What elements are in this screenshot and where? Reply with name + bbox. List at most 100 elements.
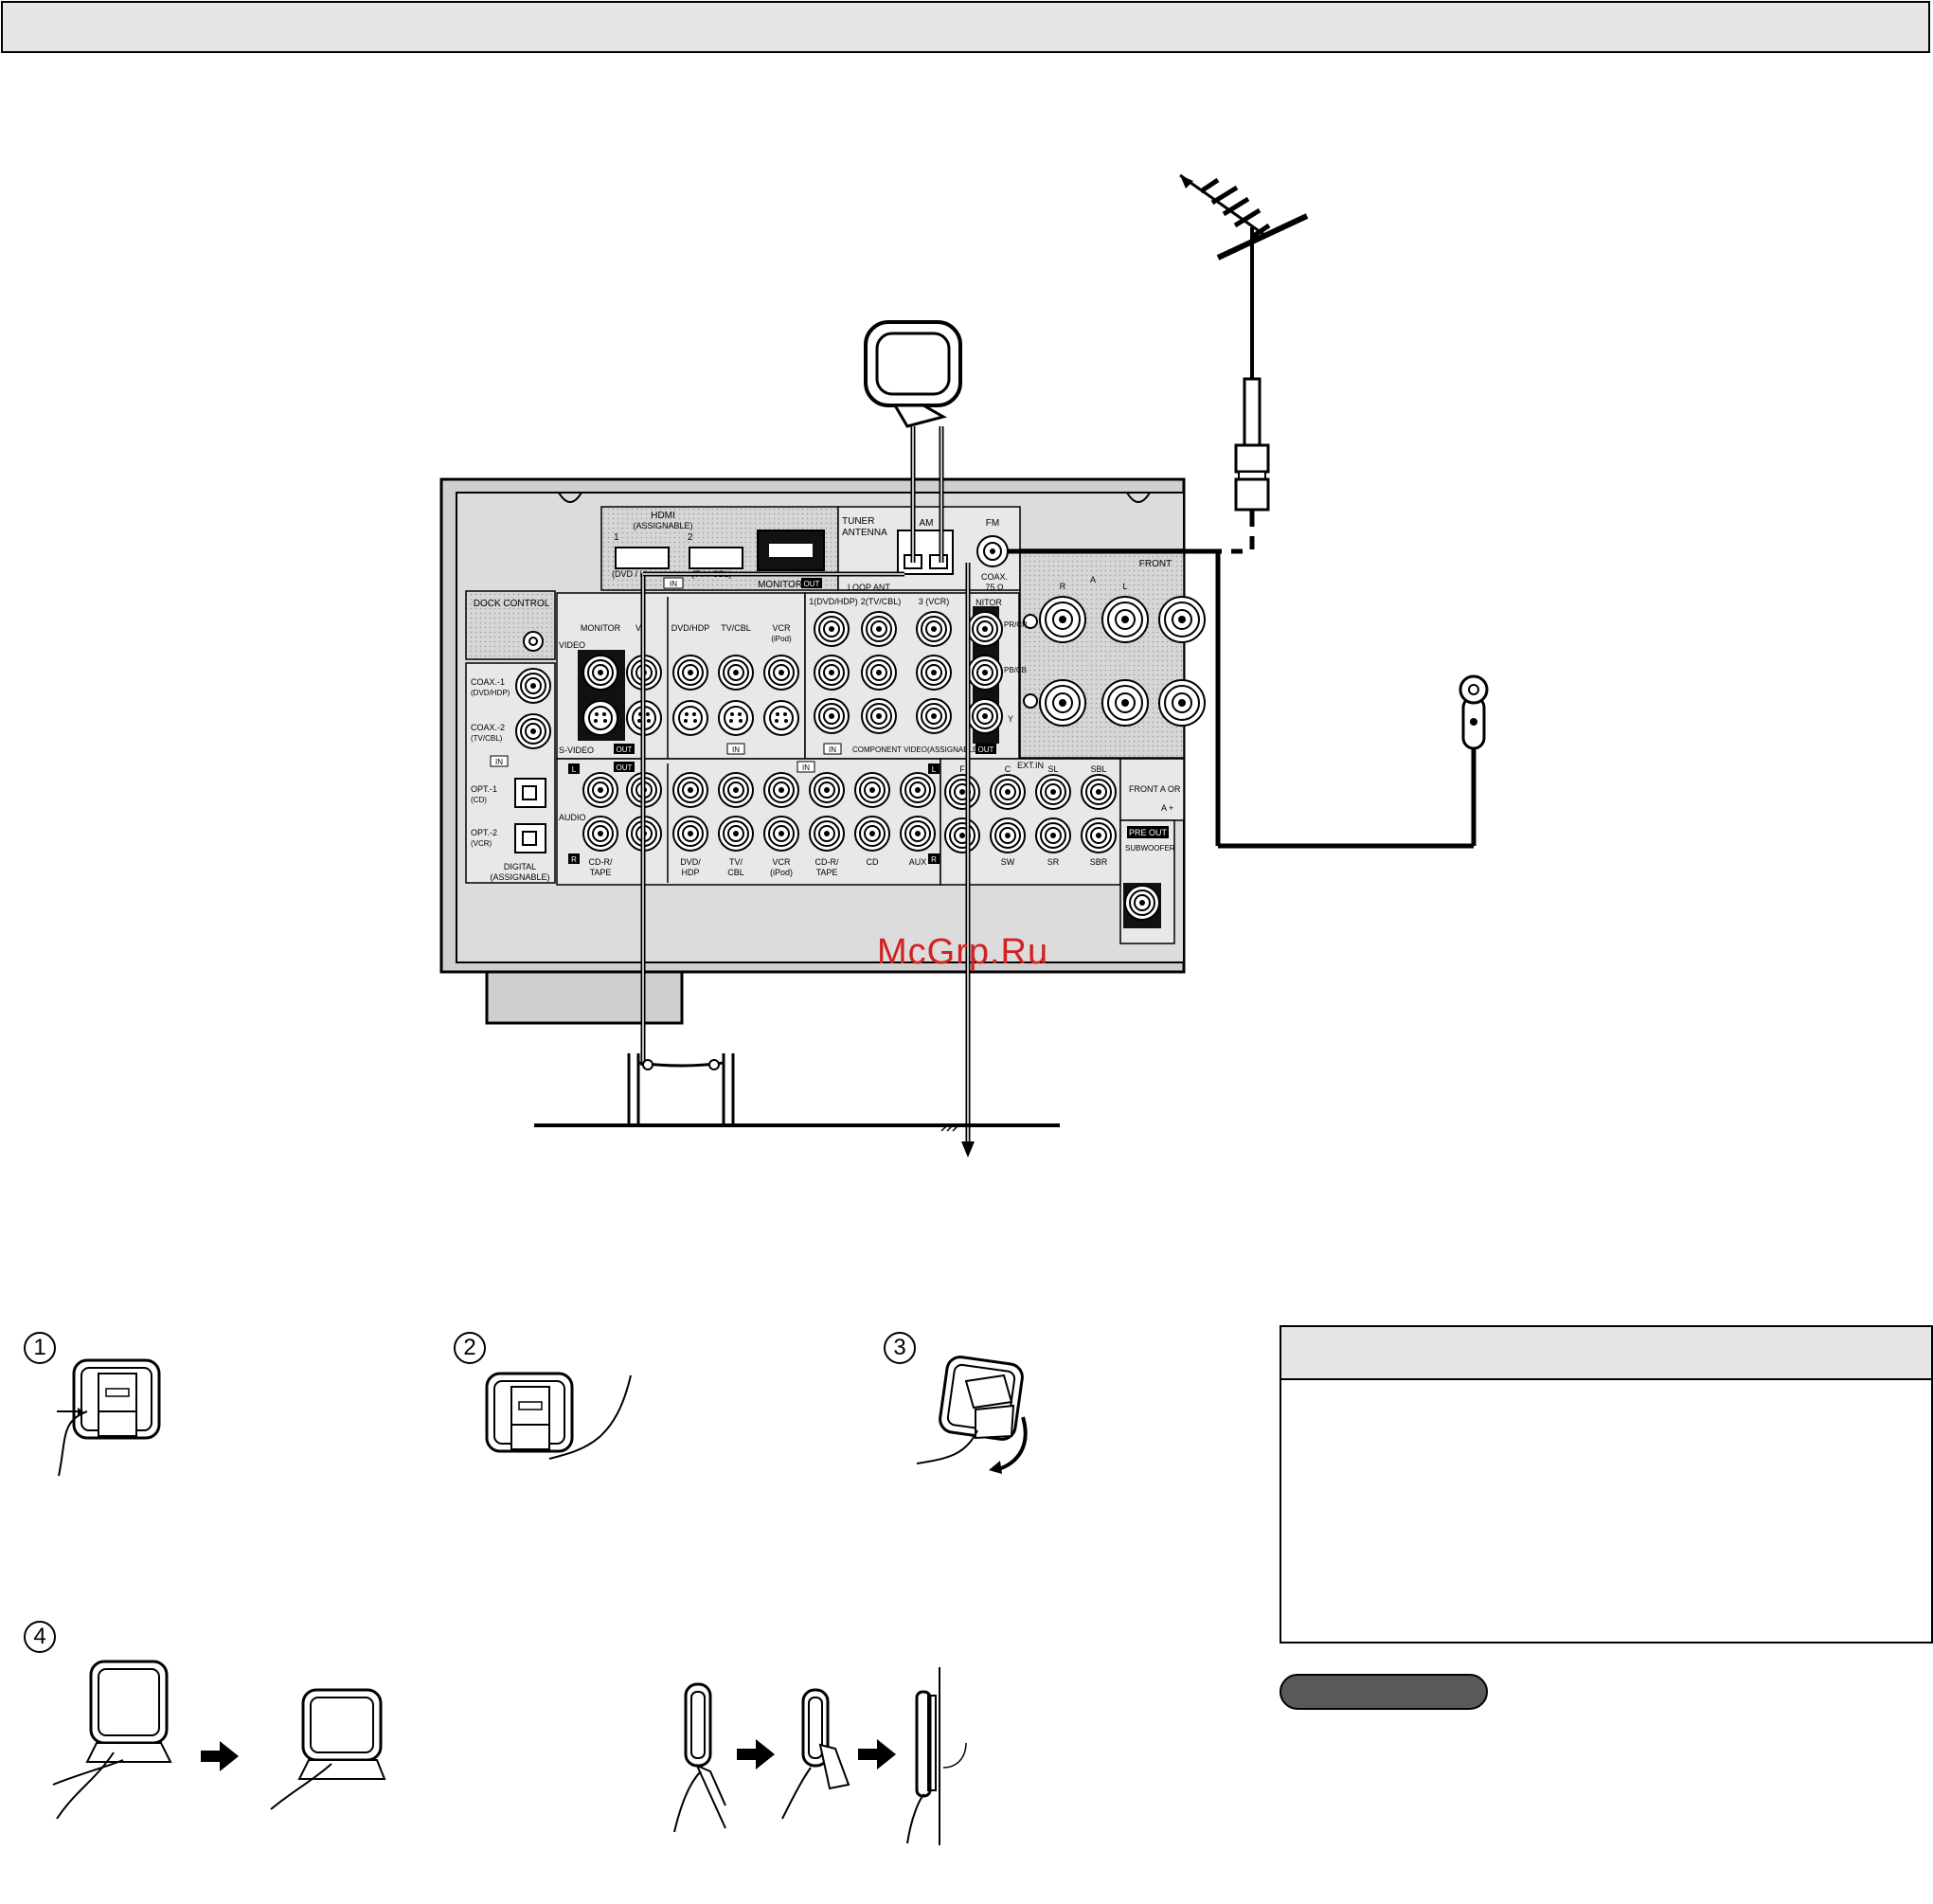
- ext-c-label: C: [1005, 764, 1011, 774]
- speaker-terminal-note-box: [1280, 1325, 1933, 1644]
- step4-table-illustration: [52, 1660, 386, 1820]
- audio-r2-badge: R: [931, 855, 937, 864]
- hdmi-assignable-label: (ASSIGNABLE): [633, 521, 692, 530]
- component-in-badge: IN: [829, 745, 836, 754]
- coax2-label: COAX.-2: [471, 723, 505, 732]
- ohm-label: 75 Ω: [985, 583, 1004, 592]
- digital-in-badge: IN: [495, 758, 503, 766]
- antenna-label: ANTENNA: [842, 528, 887, 538]
- speaker-l-label: L: [1122, 582, 1127, 591]
- audio-l-badge: L: [572, 765, 577, 774]
- hdmi-dvd-label: (DVD / H: [612, 569, 646, 579]
- audio-l2-badge: L: [932, 765, 937, 774]
- header-bar: [1, 1, 1930, 53]
- fm-indoor-antenna: [1215, 551, 1489, 849]
- video-label: VIDEO: [559, 640, 585, 650]
- coax-label: COAX.: [981, 572, 1008, 582]
- speaker-r-label: R: [1060, 582, 1066, 591]
- ext-in-label: EXT.IN: [1017, 761, 1044, 770]
- audio-label: AUDIO: [559, 813, 586, 822]
- component-out-badge: OUT: [978, 745, 994, 754]
- step1-illustration: [57, 1358, 161, 1477]
- pb-cb-label: PB/CB: [1004, 666, 1027, 674]
- svideo-in-badge: IN: [732, 745, 740, 754]
- component-1-label: 1(DVD/HDP): [809, 597, 858, 606]
- audio-ipod-label: (iPod): [770, 868, 793, 877]
- subwoofer-label: SUBWOOFER: [1125, 844, 1175, 853]
- hdmi-1-label: 1: [614, 532, 619, 543]
- ext-f-label: F: [959, 764, 965, 774]
- audio-cd-label: CD: [867, 857, 879, 867]
- fm-outdoor-antenna: [1008, 173, 1309, 554]
- note-box-header: [1281, 1327, 1931, 1380]
- digital-assignable-label: (ASSIGNABLE): [490, 872, 549, 882]
- video-dvdhdp-label: DVD/HDP: [671, 623, 710, 633]
- audio-out-badge: OUT: [617, 763, 633, 772]
- audio-cbl-label: CBL: [727, 868, 744, 877]
- audio-in-badge: IN: [802, 763, 810, 772]
- svideo-out-badge: OUT: [617, 745, 633, 754]
- hdmi-in-badge: IN: [670, 580, 677, 588]
- video-monitor-label: MONITOR: [581, 623, 621, 633]
- tuner-label: TUNER: [842, 516, 874, 527]
- video-vcr-label: VCR: [772, 623, 791, 633]
- dock-control-label: DOCK CONTROL: [474, 599, 550, 609]
- hdmi-monitor-label: MONITOR: [758, 580, 802, 590]
- audio-cdr-label: CD-R/: [589, 857, 613, 867]
- video-ipod-label: (iPod): [771, 635, 792, 643]
- audio-tape-label: TAPE: [590, 868, 612, 877]
- digital-label: DIGITAL: [504, 862, 536, 871]
- a-plus-label: A +: [1161, 803, 1173, 813]
- ext-sr-label: SR: [1047, 857, 1060, 867]
- coax2-sub-label: (TV/CBL): [471, 734, 503, 743]
- hdmi-out-badge: OUT: [804, 580, 820, 588]
- hdmi-2-label: 2: [688, 532, 693, 543]
- pre-out-label: PRE OUT: [1129, 828, 1168, 837]
- speaker-a-label: A: [1090, 575, 1096, 584]
- step-1-number: 1: [24, 1332, 56, 1364]
- loop-ant-label: LOOP ANT: [848, 583, 890, 592]
- opt1-label: OPT.-1: [471, 784, 497, 794]
- pr-cr-label: PR/CR: [1004, 620, 1028, 629]
- video-tvcbl-label: TV/CBL: [721, 623, 751, 633]
- opt2-sub-label: (VCR): [471, 839, 492, 848]
- coax1-sub-label: (DVD/HDP): [471, 689, 510, 697]
- opt1-sub-label: (CD): [471, 796, 487, 804]
- audio-tape2-label: TAPE: [816, 868, 838, 877]
- audio-r-badge: R: [571, 855, 577, 864]
- ground-and-cable: [534, 563, 1060, 1158]
- ext-sl-label: SL: [1047, 764, 1058, 774]
- audio-aux-label: AUX: [909, 857, 927, 867]
- hdmi-label: HDMI: [651, 511, 675, 521]
- audio-tv-label: TV/: [729, 857, 743, 867]
- ext-sbl-label: SBL: [1090, 764, 1106, 774]
- audio-cdr2-label: CD-R/: [815, 857, 839, 867]
- front-a-or-label: FRONT A OR: [1129, 784, 1181, 794]
- step-4-number: 4: [24, 1621, 56, 1653]
- am-label: AM: [920, 518, 934, 529]
- watermark: McGrp.Ru: [877, 932, 1049, 972]
- component-monitor-label: NITOR: [975, 598, 1002, 607]
- ext-sw-label: SW: [1001, 857, 1015, 867]
- fm-label: FM: [986, 518, 999, 529]
- opt2-label: OPT.-2: [471, 828, 497, 837]
- step3-illustration: [916, 1356, 1028, 1474]
- s-video-label: S-VIDEO: [559, 745, 594, 755]
- component-video-label: COMPONENT VIDEO(ASSIGNABLE): [852, 745, 980, 754]
- am-loop-antenna: [864, 320, 962, 563]
- component-3-label: 3 (VCR): [919, 597, 950, 606]
- step-3-number: 3: [884, 1332, 916, 1364]
- step2-illustration: [485, 1372, 632, 1460]
- step-2-number: 2: [454, 1332, 486, 1364]
- receiver-rear-panel: HDMI (ASSIGNABLE) 1 2 (DVD / H (TV / CBL…: [439, 477, 1206, 1025]
- ext-sbr-label: SBR: [1090, 857, 1108, 867]
- coax1-label: COAX.-1: [471, 677, 505, 687]
- note-pill: [1280, 1674, 1488, 1710]
- y-label: Y: [1008, 714, 1013, 724]
- audio-dvd-label: DVD/: [680, 857, 701, 867]
- audio-hdp-label: HDP: [681, 868, 699, 877]
- step4-wall-illustration: [673, 1667, 967, 1845]
- component-2-label: 2(TV/CBL): [861, 597, 902, 606]
- front-speaker-label: FRONT: [1139, 559, 1172, 569]
